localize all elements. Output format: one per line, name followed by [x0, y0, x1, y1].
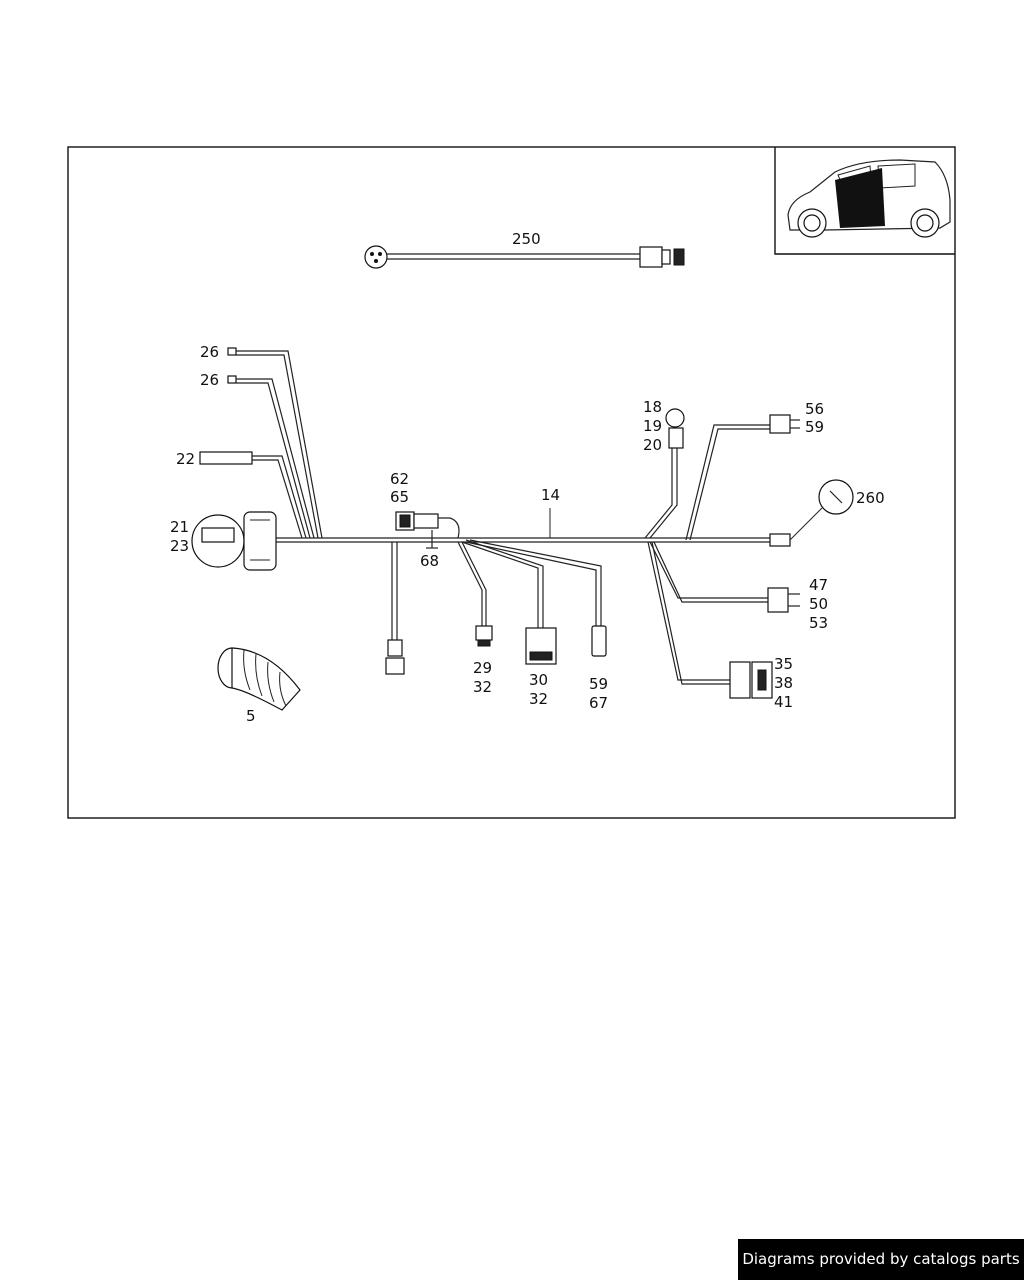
- label-260: 260: [856, 489, 885, 507]
- label-19: 19: [643, 417, 662, 435]
- label-38: 38: [774, 674, 793, 692]
- label-250: 250: [512, 230, 541, 248]
- label-32-a: 32: [473, 678, 492, 696]
- round-connector-21: [191, 511, 277, 571]
- label-56: 56: [805, 400, 824, 418]
- footer-credit: Diagrams provided by catalogs parts: [738, 1239, 1024, 1280]
- label-41: 41: [774, 693, 793, 711]
- label-53: 53: [809, 614, 828, 632]
- upper-left-branches: [199, 347, 323, 539]
- label-26-b: 26: [200, 371, 219, 389]
- label-5: 5: [246, 707, 256, 725]
- label-21: 21: [170, 518, 189, 536]
- label-35: 35: [774, 655, 793, 673]
- right-branches: [644, 408, 854, 699]
- label-59-b: 59: [589, 675, 608, 693]
- label-14: 14: [541, 486, 560, 504]
- label-22: 22: [176, 450, 195, 468]
- label-59-a: 59: [805, 418, 824, 436]
- label-29: 29: [473, 659, 492, 677]
- rubber-boot-5: [217, 647, 301, 711]
- label-50: 50: [809, 595, 828, 613]
- label-18: 18: [643, 398, 662, 416]
- label-62: 62: [390, 470, 409, 488]
- main-harness-14: [275, 508, 790, 543]
- cable-250: [364, 245, 685, 269]
- label-26-a: 26: [200, 343, 219, 361]
- label-23: 23: [170, 537, 189, 555]
- label-32-b: 32: [529, 690, 548, 708]
- label-47: 47: [809, 576, 828, 594]
- small-connector-lower: [385, 542, 405, 675]
- label-20: 20: [643, 436, 662, 454]
- lower-branches: [457, 539, 607, 665]
- label-67: 67: [589, 694, 608, 712]
- label-68: 68: [420, 552, 439, 570]
- label-65: 65: [390, 488, 409, 506]
- connector-62: [395, 511, 460, 549]
- vehicle-inset: [774, 147, 955, 255]
- label-30: 30: [529, 671, 548, 689]
